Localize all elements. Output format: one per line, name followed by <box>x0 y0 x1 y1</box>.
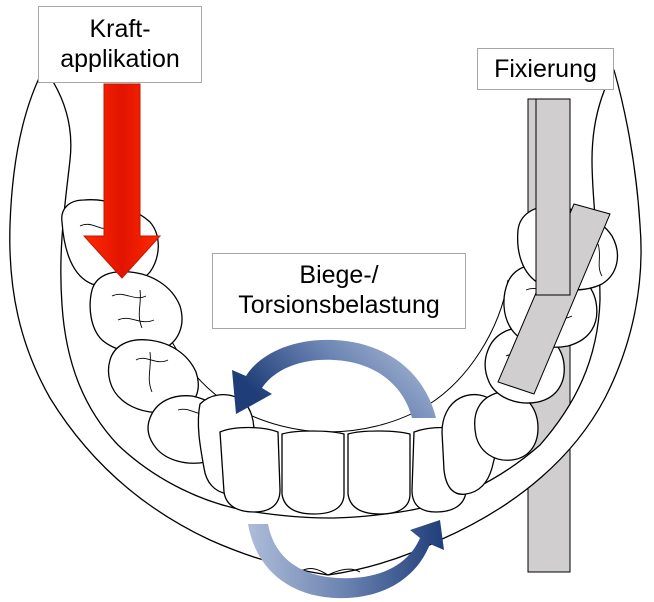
bending-torsion-label: Biege-/ Torsionsbelastung <box>212 253 466 329</box>
fixation-label-text: Fixierung <box>478 54 613 84</box>
force-application-label-line-1: Kraft- <box>39 14 201 44</box>
force-application-label-line-2: applikation <box>39 44 201 74</box>
down-arrow-icon <box>84 84 160 278</box>
tooth-incisor-1 <box>220 428 280 513</box>
tooth-incisor-3 <box>348 431 410 514</box>
force-application-label: Kraft- applikation <box>38 6 202 83</box>
bending-torsion-label-line-1: Biege-/ <box>213 260 465 290</box>
tooth-incisor-2 <box>282 431 344 514</box>
bending-torsion-label-line-2: Torsionsbelastung <box>213 290 465 320</box>
fixation-label: Fixierung <box>477 48 614 90</box>
